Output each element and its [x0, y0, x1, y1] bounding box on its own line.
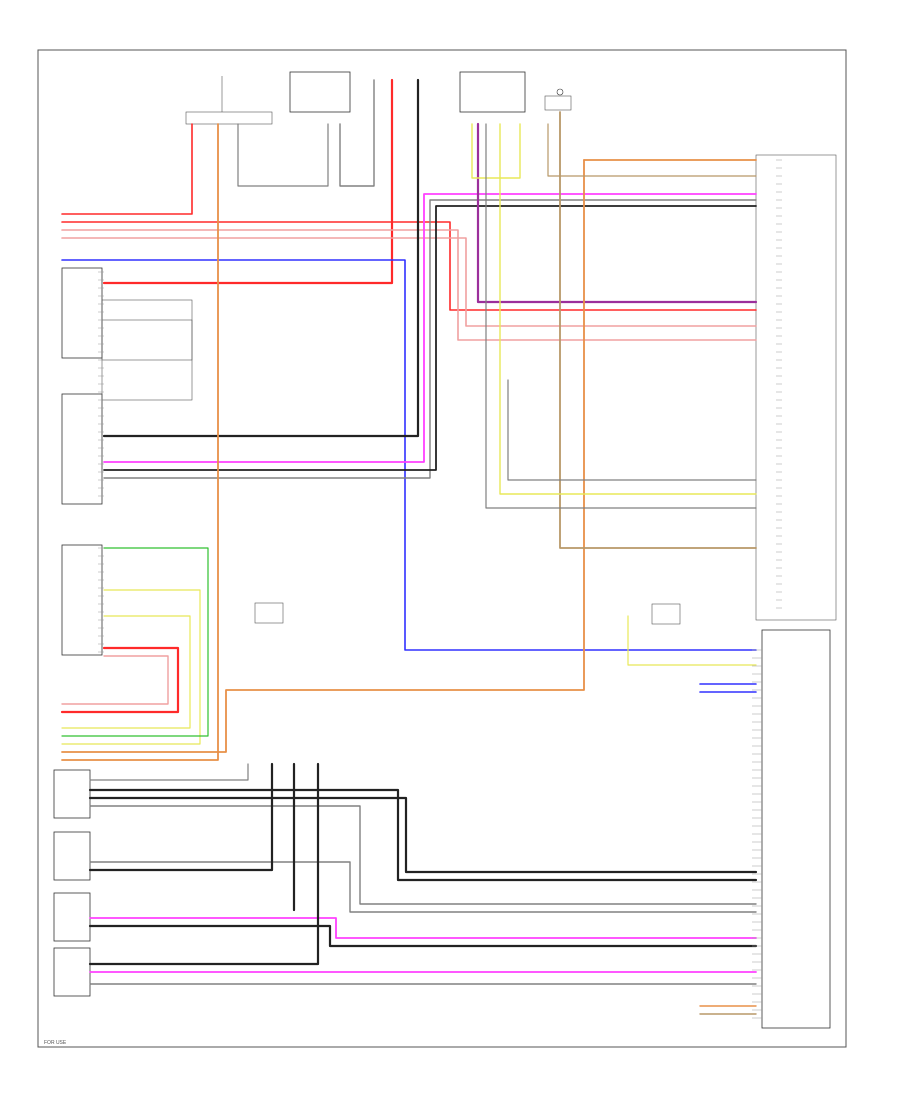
- left-module-1-bracket: [101, 299, 193, 361]
- top-right-module: [459, 71, 526, 113]
- wire-black-33: [88, 762, 274, 872]
- wire-black-36: [88, 762, 320, 966]
- wire-gray-9: [237, 123, 329, 187]
- right-connector-strip: [755, 154, 837, 621]
- wire-red-25: [60, 646, 180, 714]
- wire-black-7: [102, 78, 420, 438]
- wire-orange-14: [61, 123, 219, 761]
- wire-red-3: [61, 221, 757, 311]
- left-module-3: [61, 544, 103, 656]
- wire-tan-17: [559, 111, 757, 549]
- mid-switch-left: [254, 602, 284, 624]
- wire-gray-40: [89, 763, 249, 781]
- wire-orange-16: [61, 159, 585, 753]
- wires-group: [60, 78, 758, 1015]
- wire-blue-6: [61, 259, 757, 651]
- wire-magenta-35: [89, 917, 757, 939]
- left-module-1: [61, 267, 103, 359]
- wire-red-2: [61, 123, 193, 215]
- wire-black-11: [103, 205, 757, 471]
- wire-black-30: [88, 796, 758, 874]
- wire-gray-32: [89, 861, 757, 913]
- wire-yellow-23: [61, 615, 191, 729]
- wire-yellow-19: [471, 123, 521, 179]
- footer-label: FOR USE: [44, 1040, 67, 1046]
- audio-amplifier: [761, 629, 831, 1029]
- wire-gray-31: [89, 805, 757, 905]
- top-right-switch: [544, 88, 572, 111]
- mid-switch-right: [651, 603, 681, 625]
- wire-gray-8: [339, 79, 375, 187]
- wire-green-22: [61, 547, 209, 737]
- wire-black-34: [88, 924, 758, 948]
- wire-violet-13: [476, 122, 758, 304]
- wire-tan-18: [547, 123, 757, 177]
- left-module-2: [61, 393, 103, 505]
- wire-pink-5: [61, 237, 757, 327]
- label-ticks: [98, 159, 782, 1019]
- wire-magenta-12: [103, 193, 757, 463]
- top-center-module: [289, 71, 351, 113]
- wire-yellow-20: [499, 123, 757, 495]
- wire-pink-26: [61, 655, 169, 705]
- wire-gray-27: [485, 123, 757, 509]
- wire-black-29: [88, 788, 758, 882]
- wire-yellow-24: [627, 615, 757, 666]
- wire-gray-10: [103, 199, 757, 479]
- speaker-2: [53, 831, 91, 881]
- top-left-connector: [185, 76, 273, 125]
- speaker-1: [53, 769, 91, 819]
- diagram-frame: [37, 49, 847, 1048]
- wire-red-1: [102, 78, 394, 285]
- wire-yellow-21: [61, 589, 201, 745]
- speaker-4: [53, 947, 91, 997]
- speaker-3: [53, 892, 91, 942]
- wire-pink-4: [61, 229, 757, 341]
- wire-gray-28: [507, 379, 757, 481]
